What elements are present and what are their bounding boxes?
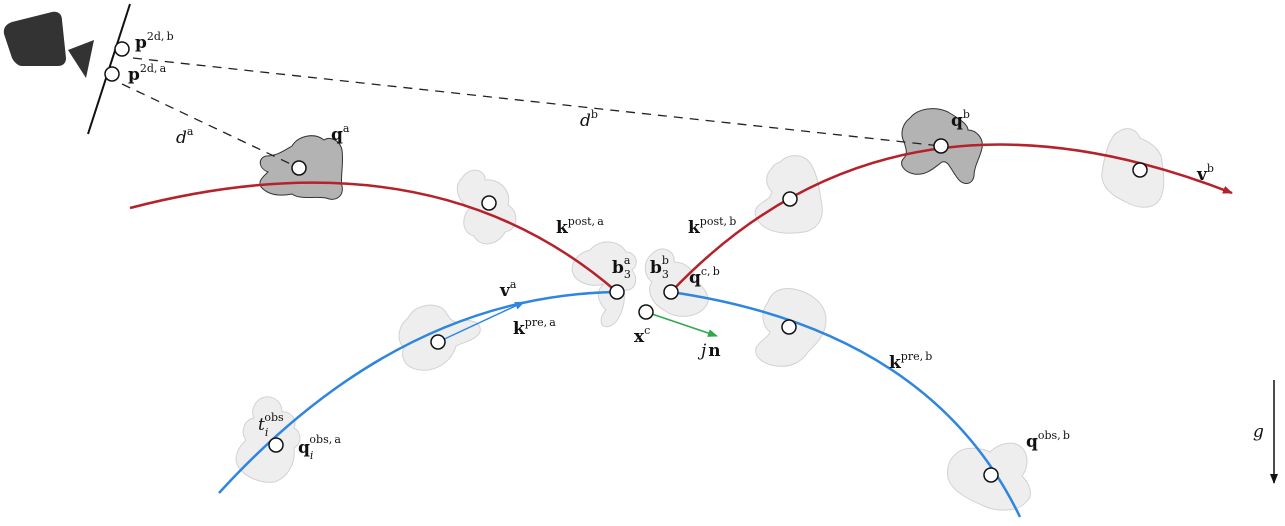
node-pre-b-mid	[781, 319, 797, 335]
node-post-b-mid	[782, 191, 798, 207]
node-qobsa	[268, 437, 284, 453]
label-qa: qa	[331, 122, 350, 145]
label-va: va	[499, 278, 517, 301]
label-qb: qb	[951, 108, 970, 131]
label-kpostb: kpost, b	[688, 215, 736, 238]
label-da: da	[176, 125, 194, 148]
silhouette-collision-a	[571, 241, 637, 328]
label-xc: xc	[634, 324, 650, 347]
label-qcb: qc, b	[689, 265, 720, 288]
silhouette-collision-b	[644, 248, 709, 317]
label-p2db: p2d, b	[135, 30, 174, 53]
node-xc	[638, 304, 654, 320]
label-g: g	[1253, 422, 1264, 442]
label-kprea: kpre, a	[513, 316, 556, 339]
trajectory-post-a	[129, 181, 618, 293]
label-qobsb: qobs, b	[1026, 429, 1070, 452]
pre-collision-trajectories	[218, 290, 1022, 518]
node-p2db	[114, 41, 130, 57]
projection-rays	[121, 57, 942, 169]
node-p2da	[104, 66, 120, 82]
node-b3b	[663, 284, 679, 300]
node-b3a	[609, 284, 625, 300]
ray-to-qb	[132, 57, 942, 147]
camera-icon	[3, 11, 94, 78]
math-labels: p2d, b p2d, a da db qa qb vb va kpost, a…	[128, 30, 1264, 462]
normal-arrow	[645, 311, 718, 337]
node-qb	[933, 138, 949, 154]
label-vb: vb	[1196, 162, 1214, 185]
ray-to-qa	[121, 83, 300, 169]
node-qa	[291, 160, 307, 176]
label-b3a: b3a	[612, 254, 631, 281]
label-tobs: tiobs	[258, 411, 284, 439]
silhouette-pre-a-2	[235, 396, 301, 483]
node-vb-start	[1132, 162, 1148, 178]
label-qobsa: qiobs, a	[298, 433, 341, 462]
velocity-a-arrow	[437, 301, 525, 343]
node-qobsb	[983, 467, 999, 483]
label-db: db	[580, 108, 598, 131]
label-b3b: b3b	[650, 254, 669, 281]
node-pre-a-mid	[430, 334, 446, 350]
trajectory-nodes	[104, 41, 1148, 483]
node-post-a-mid	[481, 195, 497, 211]
label-p2da: p2d, a	[128, 62, 167, 85]
label-kposta: kpost, a	[556, 215, 604, 238]
label-kpreb: kpre, b	[889, 350, 932, 373]
